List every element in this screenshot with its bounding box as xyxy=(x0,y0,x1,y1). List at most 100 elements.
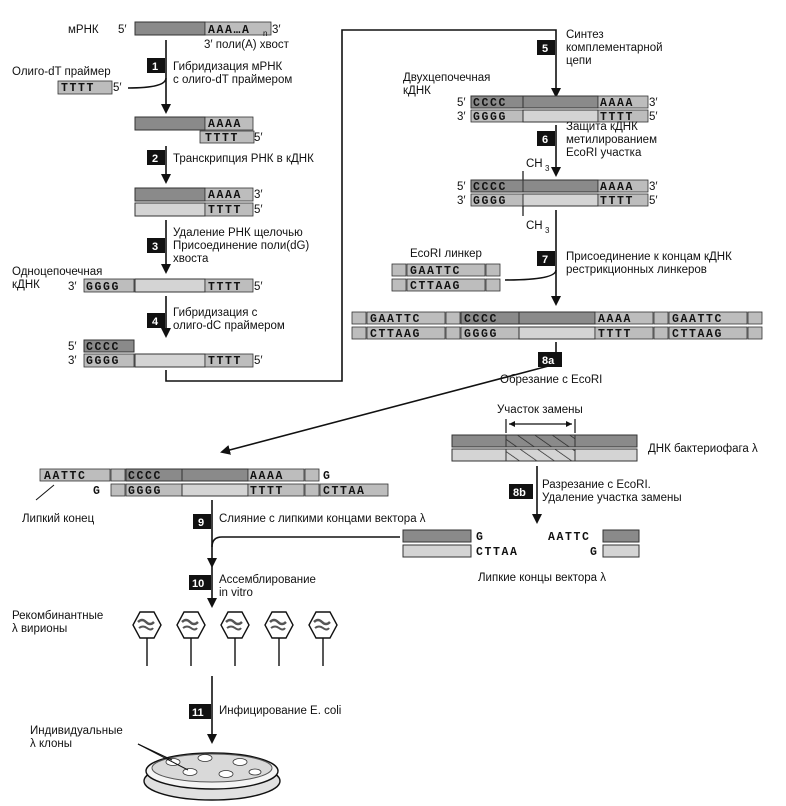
step5-line1: Синтез xyxy=(566,29,604,41)
linker-join-line xyxy=(504,269,557,281)
phage-dna-label: ДНК бактериофага λ xyxy=(648,443,758,455)
step6-line1: Защита кДНК xyxy=(566,121,638,133)
sticky-end-label: Липкий конец xyxy=(22,513,95,525)
vector-right-aattc: AATTC xyxy=(548,531,591,544)
dscdna-label2: кДНК xyxy=(403,85,431,97)
step3-badge xyxy=(147,238,165,253)
polya-tail-label: 3′ поли(A) хвост xyxy=(204,39,290,51)
vector-left-top xyxy=(402,529,472,543)
oligo-dt-5prime: 5′ xyxy=(113,82,122,94)
step1-line2: с олиго-dT праймером xyxy=(173,74,292,86)
oligo-dt-box xyxy=(57,80,113,95)
rnacdna-3prime: 3′ xyxy=(254,189,263,201)
step1-number: 1 xyxy=(152,61,158,73)
rnacdna-aaaa: AAAA xyxy=(208,189,242,202)
sscdna-tttt: TTTT xyxy=(208,281,242,294)
cut-tttt: TTTT xyxy=(250,485,284,498)
step9-number: 9 xyxy=(198,517,204,529)
step3-line3: хвоста xyxy=(173,253,209,265)
ds1-aaaa: AAAA xyxy=(600,97,634,110)
linked-cttaag-left: CTTAAG xyxy=(370,328,421,341)
linked-tttt: TTTT xyxy=(598,328,632,341)
vector-left-g: G xyxy=(476,531,485,544)
cut-g-bottom: G xyxy=(93,485,102,498)
sscdna-label1: Одноцепочечная xyxy=(12,266,102,278)
ds2-3prime: 3′ xyxy=(649,181,658,193)
rnacdna-5prime: 5′ xyxy=(254,204,263,216)
primed-strand xyxy=(134,353,206,368)
step6-line2: метилированием xyxy=(566,134,657,146)
primed-5prime: 5′ xyxy=(68,341,77,353)
step3-number: 3 xyxy=(152,241,158,253)
vector-left-cttaa: CTTAA xyxy=(476,546,519,559)
sscdna-label2: кДНК xyxy=(12,279,40,291)
step3-line1: Удаление РНК щелочью xyxy=(173,227,303,239)
phage-top-left xyxy=(451,434,507,448)
hyb-aaaa: AAAA xyxy=(208,118,242,131)
virions xyxy=(132,611,338,666)
clone-pointer-2 xyxy=(137,743,189,771)
step2-number: 2 xyxy=(152,153,158,165)
ds2b-5prime: 5′ xyxy=(649,195,658,207)
ch3-top: CH xyxy=(526,158,543,170)
sticky-end-pointer xyxy=(35,484,55,501)
replace-region-label: Участок замены xyxy=(497,404,583,416)
linked-cccc: CCCC xyxy=(464,313,498,326)
step8a-number: 8a xyxy=(542,355,555,367)
step8b-line2: Удаление участка замены xyxy=(542,492,682,504)
ds2b-3prime: 3′ xyxy=(457,195,466,207)
ds1b-5prime: 5′ xyxy=(649,111,658,123)
step8b-badge xyxy=(509,484,533,499)
ds2-aaaa: AAAA xyxy=(600,181,634,194)
step2-line1: Транскрипция РНК в кДНК xyxy=(173,153,314,165)
ds2-5prime: 5′ xyxy=(457,181,466,193)
mrna-polya-sub: n xyxy=(263,29,267,38)
sscdna-5prime: 5′ xyxy=(254,281,263,293)
ds1-top-strand xyxy=(522,95,599,109)
step8a-badge xyxy=(538,352,562,367)
vector-right-bottom xyxy=(602,544,640,558)
virion-icon xyxy=(132,611,162,666)
cut-g-top: G xyxy=(323,470,332,483)
step5-line2: комплементарной xyxy=(566,42,663,54)
rnacdna-bottom xyxy=(134,202,206,217)
sscdna-3prime: 3′ xyxy=(68,281,77,293)
step10-badge xyxy=(189,575,211,590)
linked-cdna: GAATTC CCCC AAAA GAATTC CTTAAG GGGG TTTT… xyxy=(351,311,763,341)
ds1-cccc: CCCC xyxy=(473,97,507,110)
step6-badge xyxy=(537,131,555,146)
primed-cccc: CCCC xyxy=(86,341,120,354)
step4-line2: олиго-dC праймером xyxy=(173,320,285,332)
step5-badge xyxy=(537,40,555,55)
step5-line3: цепи xyxy=(566,55,592,67)
vector-left-bottom xyxy=(402,544,472,558)
mrna-strand xyxy=(134,21,206,36)
clones-label2: λ клоны xyxy=(30,738,72,750)
linker-gaattc: GAATTC xyxy=(410,265,461,278)
recomb-label1: Рекомбинантные xyxy=(12,610,103,622)
ds1b-3prime: 3′ xyxy=(457,111,466,123)
ds2-bottom-strand xyxy=(522,193,599,207)
ds2-top-strand xyxy=(522,179,599,193)
cut-aaaa: AAAA xyxy=(250,470,284,483)
linked-aaaa: AAAA xyxy=(598,313,632,326)
ds2-cccc: CCCC xyxy=(473,181,507,194)
step8b-number: 8b xyxy=(513,487,526,499)
cut-gggg: GGGG xyxy=(128,485,162,498)
step11-number: 11 xyxy=(192,707,204,719)
hyb-mrna xyxy=(134,116,206,131)
mrna-label: мРНК xyxy=(68,24,99,36)
connector-line xyxy=(165,29,561,382)
step9-line1: Слияние с липкими концами вектора λ xyxy=(219,513,426,525)
phage-top-right xyxy=(574,434,638,448)
sscdna-gggg: GGGG xyxy=(86,281,120,294)
linked-gaattc-left: GAATTC xyxy=(370,313,421,326)
cut-cttaa: CTTAA xyxy=(323,485,366,498)
step8b-line1: Разрезание с EcoRI. xyxy=(542,479,651,491)
step5-number: 5 xyxy=(542,43,548,55)
ch3-top-sub: 3 xyxy=(545,164,550,173)
step11-line1: Инфицирование E. coli xyxy=(219,705,341,717)
mrna-polya: AAA…A xyxy=(208,24,251,37)
primed-5prime-end: 5′ xyxy=(254,355,263,367)
ds1-gggg: GGGG xyxy=(473,111,507,124)
